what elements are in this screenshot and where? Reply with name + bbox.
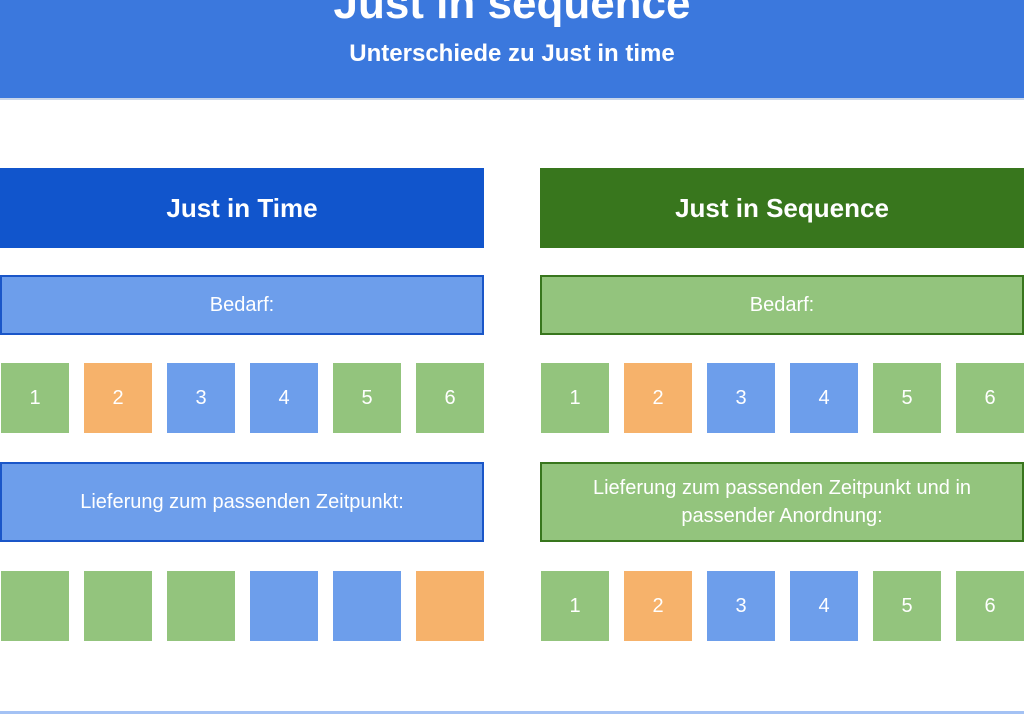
jit-delivery-box-1 — [1, 571, 69, 641]
jis-delivery-box-1: 1 — [541, 571, 609, 641]
jit-delivery-box-2 — [84, 571, 152, 641]
jit-demand-box-3: 3 — [167, 363, 235, 433]
jis-delivery-box-3: 3 — [707, 571, 775, 641]
jit-column-title: Just in Time — [0, 168, 484, 248]
jis-demand-box-5: 5 — [873, 363, 941, 433]
page-title: Just in sequence — [333, 0, 691, 28]
jit-demand-box-6: 6 — [416, 363, 484, 433]
jis-demand-box-3: 3 — [707, 363, 775, 433]
jit-demand-box-5: 5 — [333, 363, 401, 433]
jis-demand-box-2: 2 — [624, 363, 692, 433]
jis-demand-box-6: 6 — [956, 363, 1024, 433]
jit-demand-label: Bedarf: — [0, 275, 484, 335]
jis-delivery-label: Lieferung zum passenden Zeitpunkt und in… — [540, 462, 1024, 542]
jit-delivery-box-3 — [167, 571, 235, 641]
jit-delivery-label: Lieferung zum passenden Zeitpunkt: — [0, 462, 484, 542]
jis-demand-box-4: 4 — [790, 363, 858, 433]
jis-column-title: Just in Sequence — [540, 168, 1024, 248]
jit-demand-box-1: 1 — [1, 363, 69, 433]
jis-delivery-box-2: 2 — [624, 571, 692, 641]
footer-divider — [0, 711, 1024, 714]
header-banner: Just in sequence Unterschiede zu Just in… — [0, 0, 1024, 100]
jis-demand-box-1: 1 — [541, 363, 609, 433]
jis-delivery-box-6: 6 — [956, 571, 1024, 641]
jis-demand-label: Bedarf: — [540, 275, 1024, 335]
jit-delivery-box-5 — [333, 571, 401, 641]
jit-delivery-box-4 — [250, 571, 318, 641]
jis-delivery-box-5: 5 — [873, 571, 941, 641]
jit-demand-box-2: 2 — [84, 363, 152, 433]
jit-demand-box-4: 4 — [250, 363, 318, 433]
jit-delivery-box-6 — [416, 571, 484, 641]
page-subtitle: Unterschiede zu Just in time — [349, 40, 675, 67]
jis-delivery-box-4: 4 — [790, 571, 858, 641]
